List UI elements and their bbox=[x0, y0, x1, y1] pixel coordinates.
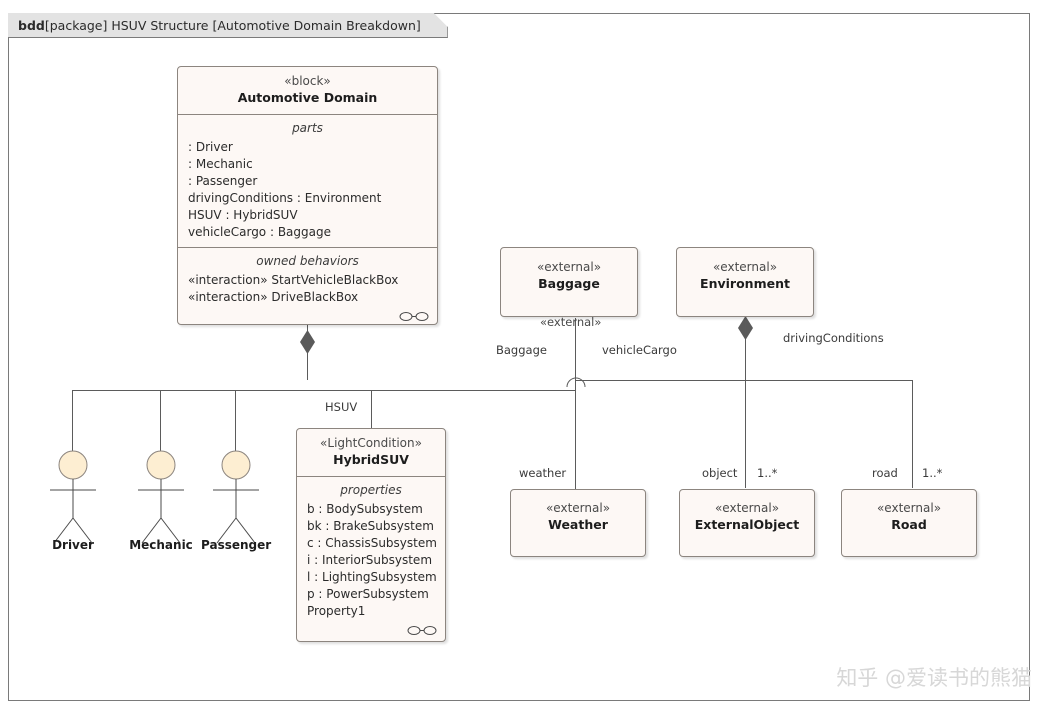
edge-to-road bbox=[912, 380, 913, 488]
frame-title: bdd[package] HSUV Structure [Automotive … bbox=[18, 18, 421, 33]
diagram-frame bbox=[8, 13, 1030, 701]
edge-environment-down bbox=[745, 318, 746, 380]
block-header: «external» ExternalObject bbox=[680, 490, 814, 541]
block-baggage[interactable]: «external» Baggage bbox=[500, 247, 638, 317]
edge-label-vehicle-cargo: vehicleCargo bbox=[602, 343, 677, 357]
block-environment[interactable]: «external» Environment bbox=[676, 247, 814, 317]
block-stereotype: «block» bbox=[284, 74, 331, 88]
block-header: «LightCondition» HybridSUV bbox=[297, 429, 445, 476]
compartment-items: b : BodySubsystem bk : BrakeSubsystem c … bbox=[297, 501, 445, 620]
block-externalobject[interactable]: «external» ExternalObject bbox=[679, 489, 815, 557]
block-automotive-domain[interactable]: «block» Automotive Domain parts : Driver… bbox=[177, 66, 438, 325]
edge-to-mechanic bbox=[160, 390, 161, 452]
block-hybridsuv[interactable]: «LightCondition» HybridSUV properties b … bbox=[296, 428, 446, 642]
diagram-frame-header: bdd[package] HSUV Structure [Automotive … bbox=[8, 13, 448, 38]
compartment-items: «interaction» StartVehicleBlackBox «inte… bbox=[178, 272, 437, 306]
block-stereotype: «external» bbox=[545, 501, 611, 515]
block-stereotype: «external» bbox=[536, 260, 602, 274]
list-item: HSUV : HybridSUV bbox=[188, 208, 298, 222]
compartment-items: : Driver : Mechanic : Passenger drivingC… bbox=[178, 139, 437, 241]
edge-label-weather-role: weather bbox=[519, 466, 567, 480]
watermark: 知乎 @爱读书的熊猫 bbox=[836, 666, 1032, 690]
block-name: Road bbox=[891, 517, 927, 532]
list-item: l : LightingSubsystem bbox=[307, 570, 437, 584]
block-header: «external» Baggage bbox=[501, 248, 637, 300]
list-item: «interaction» DriveBlackBox bbox=[188, 290, 359, 304]
behavior-icon bbox=[407, 626, 437, 635]
block-road[interactable]: «external» Road bbox=[841, 489, 977, 557]
edge-bus-left bbox=[72, 390, 575, 391]
block-stereotype: «external» bbox=[714, 501, 780, 515]
edge-bus-right bbox=[575, 380, 913, 381]
frame-kind: bdd bbox=[18, 17, 45, 33]
block-name: Weather bbox=[548, 517, 608, 532]
composition-diamond-domain bbox=[300, 330, 315, 354]
list-item: vehicleCargo : Baggage bbox=[188, 225, 331, 239]
edge-baggage-to-weatherline bbox=[575, 318, 576, 498]
edge-to-hybridsuv bbox=[371, 390, 372, 428]
block-header: «block» Automotive Domain bbox=[178, 67, 437, 114]
line-hop-arc bbox=[566, 377, 586, 388]
actor-passenger[interactable]: Passenger bbox=[201, 450, 272, 552]
block-name: Automotive Domain bbox=[237, 90, 378, 105]
list-item: b : BodySubsystem bbox=[307, 502, 423, 516]
block-weather[interactable]: «external» Weather bbox=[510, 489, 646, 557]
actor-figure-icon bbox=[213, 450, 259, 544]
list-item: Property1 bbox=[307, 604, 366, 618]
block-header: «external» Weather bbox=[511, 490, 645, 541]
edge-label-object-mult: 1..* bbox=[757, 466, 778, 480]
list-item: drivingConditions : Environment bbox=[188, 191, 382, 205]
block-stereotype: «external» bbox=[876, 501, 942, 515]
actor-driver[interactable]: Driver bbox=[38, 450, 108, 552]
compartment-owned-behaviors: owned behaviors «interaction» StartVehic… bbox=[178, 247, 437, 326]
compartment-caption: owned behaviors bbox=[256, 254, 359, 268]
compartment-caption: properties bbox=[340, 483, 402, 497]
compartment-caption: parts bbox=[292, 121, 323, 135]
block-header: «external» Environment bbox=[677, 248, 813, 300]
list-item: i : InteriorSubsystem bbox=[307, 553, 433, 567]
list-item: c : ChassisSubsystem bbox=[307, 536, 437, 550]
edge-label-baggage-stereotype: «external» bbox=[540, 315, 602, 329]
block-stereotype: «external» bbox=[712, 260, 778, 274]
behavior-icon bbox=[399, 312, 429, 321]
actor-figure-icon bbox=[50, 450, 96, 544]
frame-scope: [package] HSUV Structure [Automotive Dom… bbox=[44, 17, 421, 33]
edge-to-passenger bbox=[235, 390, 236, 452]
edge-to-driver bbox=[72, 390, 73, 452]
list-item: «interaction» StartVehicleBlackBox bbox=[188, 273, 399, 287]
block-name: Baggage bbox=[538, 276, 600, 291]
actor-label: Mechanic bbox=[129, 538, 193, 552]
list-item: bk : BrakeSubsystem bbox=[307, 519, 434, 533]
actor-figure-icon bbox=[138, 450, 184, 544]
compartment-properties: properties b : BodySubsystem bk : BrakeS… bbox=[297, 476, 445, 640]
edge-label-road-role: road bbox=[872, 466, 898, 480]
compartment-parts: parts : Driver : Mechanic : Passenger dr… bbox=[178, 114, 437, 247]
block-header: «external» Road bbox=[842, 490, 976, 541]
edge-to-externalobject bbox=[745, 380, 746, 488]
block-stereotype: «LightCondition» bbox=[320, 436, 422, 450]
block-name: Environment bbox=[700, 276, 790, 291]
actor-mechanic[interactable]: Mechanic bbox=[126, 450, 196, 552]
block-name: ExternalObject bbox=[694, 517, 800, 532]
list-item: : Mechanic bbox=[188, 157, 253, 171]
edge-label-hsuv: HSUV bbox=[325, 400, 358, 414]
edge-label-object-role: object bbox=[702, 466, 738, 480]
edge-label-driving-conditions: drivingConditions bbox=[783, 331, 884, 345]
block-name: HybridSUV bbox=[333, 452, 409, 467]
list-item: : Passenger bbox=[188, 174, 258, 188]
edge-label-baggage-role: Baggage bbox=[496, 343, 547, 357]
list-item: p : PowerSubsystem bbox=[307, 587, 429, 601]
actor-label: Driver bbox=[52, 538, 94, 552]
list-item: : Driver bbox=[188, 140, 233, 154]
actor-label: Passenger bbox=[201, 538, 272, 552]
edge-label-road-mult: 1..* bbox=[922, 466, 943, 480]
